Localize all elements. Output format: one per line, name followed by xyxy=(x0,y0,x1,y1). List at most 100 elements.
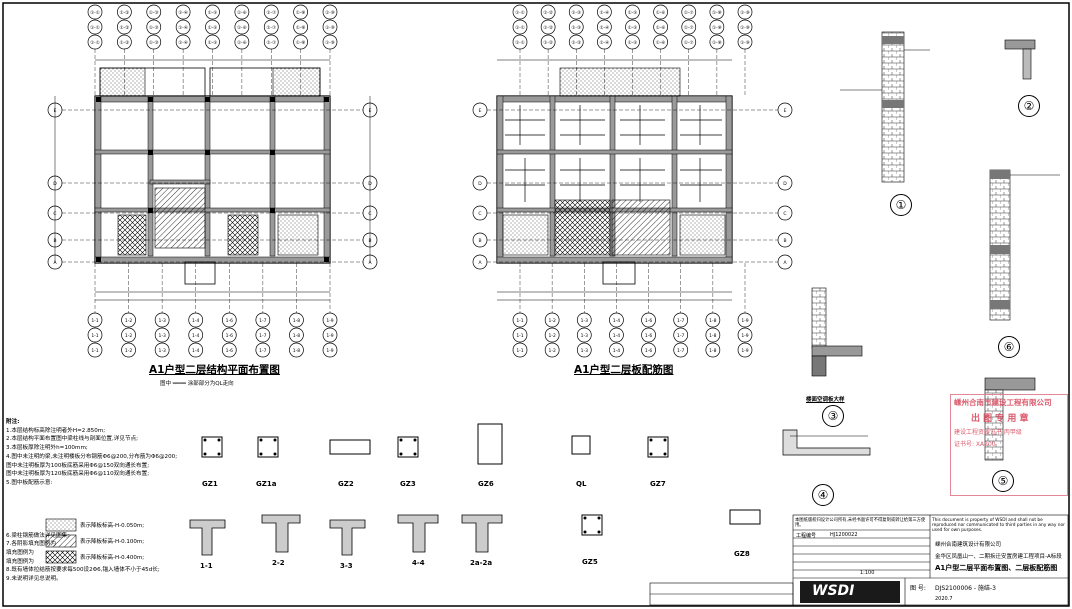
right-top-axis-3-bubble xyxy=(597,4,612,20)
company-english-note: This document is property of WSDI and sh… xyxy=(932,518,1065,533)
right-bot-axis3-7-bubble xyxy=(737,342,753,358)
label-gz1: GZ1 xyxy=(202,480,218,488)
left-top-axis3-7-label: ①-⑧ xyxy=(296,40,306,46)
company-name: 嵊州合南建筑设计有限公司 xyxy=(935,542,1002,548)
right-bot-axis2-1-label: 1-2 xyxy=(548,333,555,339)
company-logo-box xyxy=(800,581,900,603)
right-row-right-2-label: C xyxy=(783,211,786,217)
note-8: 8.既有墙体拉结筋按要求每500设2Φ6,锚入墙体不小于45d长; xyxy=(6,567,160,574)
drawing-seal-stamp: 嵊州合南市建设工程有限公司 出 图 专 用 章 建设工程资质证书 丙甲级 证书号… xyxy=(950,394,1068,496)
left-top-axis-1-label: ①-② xyxy=(120,10,130,16)
right-top-axis2-4-label: ①-⑤ xyxy=(628,25,638,31)
left-bot-axis-6-label: 1-8 xyxy=(293,318,300,324)
right-top-axis-0-bubble xyxy=(512,4,528,20)
label-section-3-3: 3-3 xyxy=(340,562,353,570)
right-top-axis2-4-bubble xyxy=(625,19,640,35)
right-top-axis3-4-label: ①-⑤ xyxy=(628,40,638,46)
right-bot-axis3-0-bubble xyxy=(512,342,528,358)
right-row-left-3-label: B xyxy=(478,238,481,244)
right-row-right-4-label: A xyxy=(783,260,787,266)
left-bot-axis-3-label: 1-4 xyxy=(192,318,199,324)
right-top-axis-6-label: ①-⑦ xyxy=(684,10,694,16)
right-top-axis-5-bubble xyxy=(653,4,668,20)
left-bot-axis3-6-bubble xyxy=(289,342,304,358)
note-7: 7.各阴影填充图例为 xyxy=(6,541,57,548)
left-bot-axis2-6-label: 1-8 xyxy=(293,333,300,339)
right-bot-axis3-1-bubble xyxy=(544,342,560,358)
left-top-axis-4-bubble xyxy=(205,4,220,20)
right-top-axes: ①-①①-①①-①①-②①-②①-②①-③①-③①-③①-④①-④①-④①-⑤①… xyxy=(512,4,753,96)
right-top-axis-4-label: ①-⑤ xyxy=(628,10,638,16)
right-bot-axis2-4-label: 1-6 xyxy=(645,333,652,339)
detail-marker-3: ③ xyxy=(822,405,844,427)
left-bot-axis2-1-bubble xyxy=(121,327,136,343)
note-7a: 填充图例为 xyxy=(6,550,34,557)
left-structure-plan: ①-①①-①①-①①-②①-②①-②①-③①-③①-③①-④①-④①-④①-⑤①… xyxy=(47,4,378,358)
left-bot-axis2-4-label: 1-6 xyxy=(226,333,233,339)
right-bot-axis2-3-bubble xyxy=(609,327,624,343)
right-bot-axis-2-label: 1-3 xyxy=(581,318,588,324)
left-top-axis2-6-label: ①-⑦ xyxy=(266,25,276,31)
left-row-left-4-label: A xyxy=(53,260,57,266)
right-bot-axis2-5-bubble xyxy=(673,327,689,343)
label-gz3: GZ3 xyxy=(400,480,416,488)
label-section-2a-2a: 2a-2a xyxy=(470,559,493,567)
right-bot-axis2-2-bubble xyxy=(576,327,592,343)
right-top-axis3-8-label: ①-⑨ xyxy=(740,40,750,46)
detail-marker-5: ⑤ xyxy=(992,470,1014,492)
left-bot-axis-5-label: 1-7 xyxy=(259,318,266,324)
project-no: HJ1200022 xyxy=(830,532,858,538)
legend-swatch-1 xyxy=(45,518,77,532)
right-top-axis-2-bubble xyxy=(568,4,584,20)
right-bot-axis3-4-bubble xyxy=(641,342,656,358)
left-top-axis2-6-bubble xyxy=(263,19,279,35)
left-top-axis3-2-label: ①-③ xyxy=(149,40,159,46)
left-bot-axis3-0-label: 1-1 xyxy=(91,348,98,354)
left-top-axis-3-bubble xyxy=(175,4,191,20)
right-top-axis2-6-bubble xyxy=(681,19,697,35)
right-top-axis3-7-label: ①-⑧ xyxy=(712,40,722,46)
left-top-axis-7-label: ①-⑧ xyxy=(296,10,306,16)
left-top-axis2-7-bubble xyxy=(293,19,308,35)
left-top-axis3-0-label: ①-① xyxy=(90,40,100,46)
left-bot-axis2-7-bubble xyxy=(322,327,338,343)
right-bottom-axes: 1-11-11-11-21-21-21-31-31-31-41-41-41-61… xyxy=(512,263,753,358)
right-bot-axis3-2-bubble xyxy=(576,342,592,358)
right-bot-axis-6-label: 1-8 xyxy=(709,318,716,324)
right-top-axis3-5-label: ①-⑥ xyxy=(656,40,666,46)
right-bot-axis3-4-label: 1-6 xyxy=(645,348,652,354)
right-row-left-4-label: A xyxy=(478,260,482,266)
left-top-axis2-0-label: ①-① xyxy=(90,25,100,31)
left-bot-axis2-2-bubble xyxy=(154,327,170,343)
drawing-name: A1户型二层平面布置图、二层板配筋图 xyxy=(935,564,1058,572)
left-top-axis2-8-label: ①-⑨ xyxy=(325,25,335,31)
right-bot-axis-0-label: 1-1 xyxy=(516,318,523,324)
left-bot-axis3-2-bubble xyxy=(154,342,170,358)
left-top-axis2-1-label: ①-② xyxy=(120,25,130,31)
right-top-axis3-0-label: ①-① xyxy=(515,40,525,46)
right-top-axis2-5-label: ①-⑥ xyxy=(656,25,666,31)
detail-6 xyxy=(989,169,1060,321)
drawing-no: DJS2100006 - 施结-3 xyxy=(935,585,996,592)
title-disclaimer: 本图纸版权归设计公司所有,未经书面许可不得复制或转让给第三方使用。 xyxy=(795,518,926,528)
left-top-axis2-2-bubble xyxy=(146,19,162,35)
right-top-axis2-1-bubble xyxy=(540,19,556,35)
right-bot-axis-1-label: 1-2 xyxy=(548,318,555,324)
right-row-left-0-label: E xyxy=(479,108,482,114)
left-top-axis2-8-bubble xyxy=(322,19,338,35)
left-bot-axis2-3-bubble xyxy=(188,327,204,343)
left-bot-axis3-5-bubble xyxy=(255,342,271,358)
left-top-axis2-2-label: ①-③ xyxy=(149,25,159,31)
drawing-no-label: 图 号: xyxy=(910,585,926,592)
notes-heading: 附注: xyxy=(6,419,20,425)
right-top-axis2-6-label: ①-⑦ xyxy=(684,25,694,31)
detail-marker-1: ① xyxy=(890,194,912,216)
left-bot-axis-0-label: 1-1 xyxy=(91,318,98,324)
left-bot-axis-4-label: 1-6 xyxy=(226,318,233,324)
right-bot-axis2-4-bubble xyxy=(641,327,656,343)
left-bot-axis3-1-label: 1-2 xyxy=(125,348,132,354)
detail-3 xyxy=(811,287,863,377)
left-bot-axis2-4-bubble xyxy=(221,327,237,343)
legend-text-2: 表示降板标高-H-0.100m; xyxy=(80,539,145,545)
right-bot-axis2-6-label: 1-8 xyxy=(709,333,716,339)
